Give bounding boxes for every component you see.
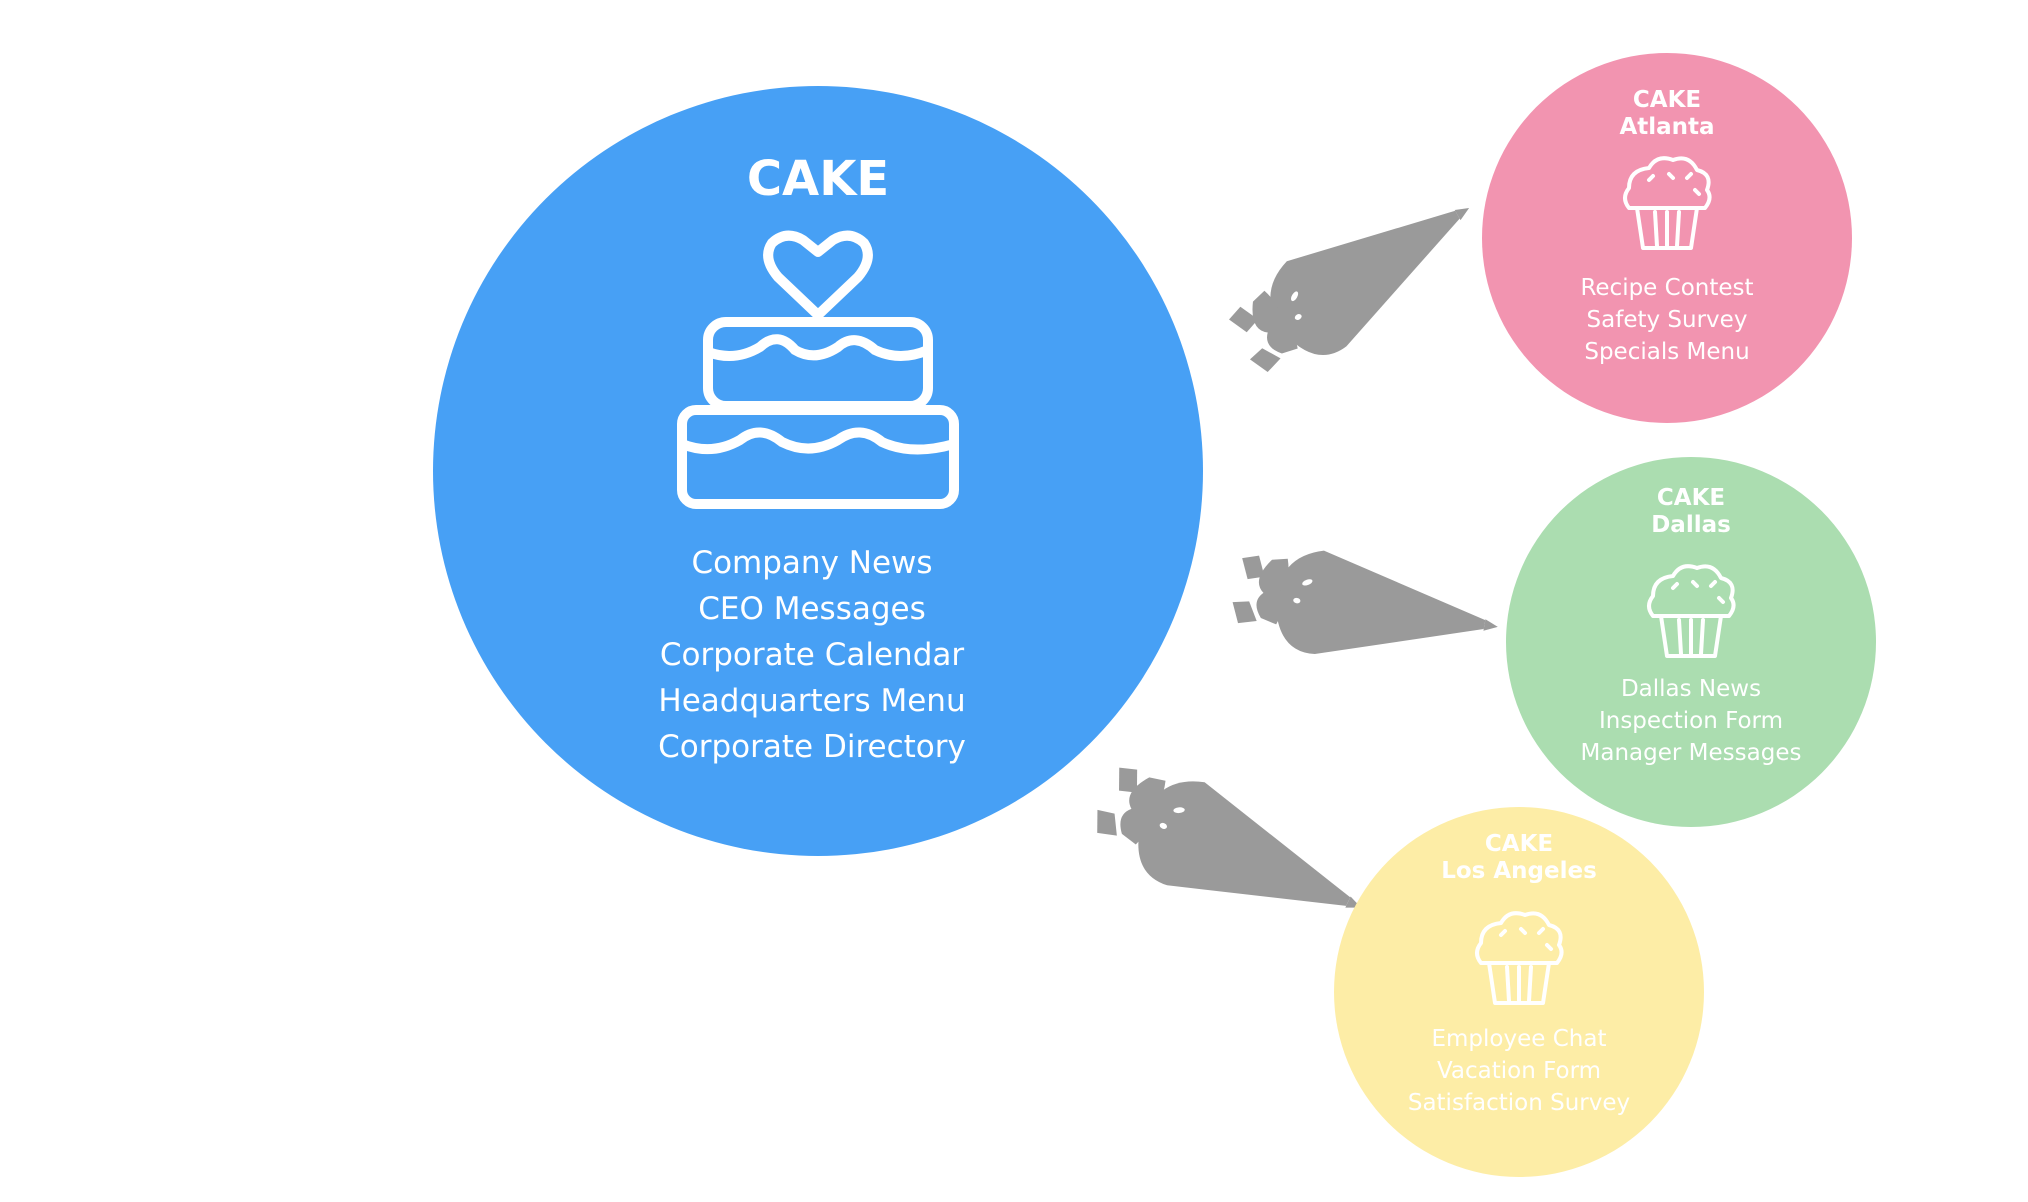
piping-bag-icon-atlanta [1216, 168, 1499, 392]
branch-node-dallas: CAKE Dallas Dallas News Inspection Form … [1506, 457, 1876, 827]
branch-title-dallas: CAKE [1657, 485, 1725, 511]
branch-subtitle-atlanta: Atlanta [1619, 114, 1714, 140]
main-item: Corporate Directory [658, 729, 966, 765]
branch-subtitle-dallas: Dallas [1651, 512, 1731, 538]
branch-title-atlanta: CAKE [1633, 87, 1701, 113]
branch-item: Satisfaction Survey [1408, 1090, 1630, 1116]
branch-node-atlanta: CAKE Atlanta Recipe Contest Safety Surve… [1482, 53, 1852, 423]
branch-item: Vacation Form [1437, 1058, 1601, 1084]
main-node: CAKE Company News CEO Messages Corporate… [433, 86, 1203, 856]
cake-icon [677, 230, 959, 509]
branch-item: Manager Messages [1581, 740, 1802, 766]
main-items: Company News CEO Messages Corporate Cale… [658, 545, 966, 765]
branch-subtitle-los-angeles: Los Angeles [1441, 858, 1597, 884]
main-item: Headquarters Menu [658, 683, 965, 719]
main-title: CAKE [747, 151, 889, 207]
branch-item: Dallas News [1621, 676, 1761, 702]
branch-item: Inspection Form [1599, 708, 1783, 734]
branch-item: Employee Chat [1432, 1026, 1607, 1052]
piping-bag-icon-dallas [1226, 536, 1506, 685]
branch-item: Safety Survey [1587, 307, 1748, 333]
main-item: Company News [691, 545, 932, 581]
main-item: CEO Messages [698, 591, 926, 627]
piping-bag-icon-los-angeles [1080, 746, 1382, 964]
branch-title-los-angeles: CAKE [1485, 831, 1553, 857]
branch-item: Recipe Contest [1580, 275, 1753, 301]
branch-item: Specials Menu [1584, 339, 1749, 365]
main-item: Corporate Calendar [660, 637, 964, 673]
main-circle [433, 86, 1203, 856]
branch-node-los-angeles: CAKE Los Angeles Employee Chat Vacation … [1334, 807, 1704, 1177]
